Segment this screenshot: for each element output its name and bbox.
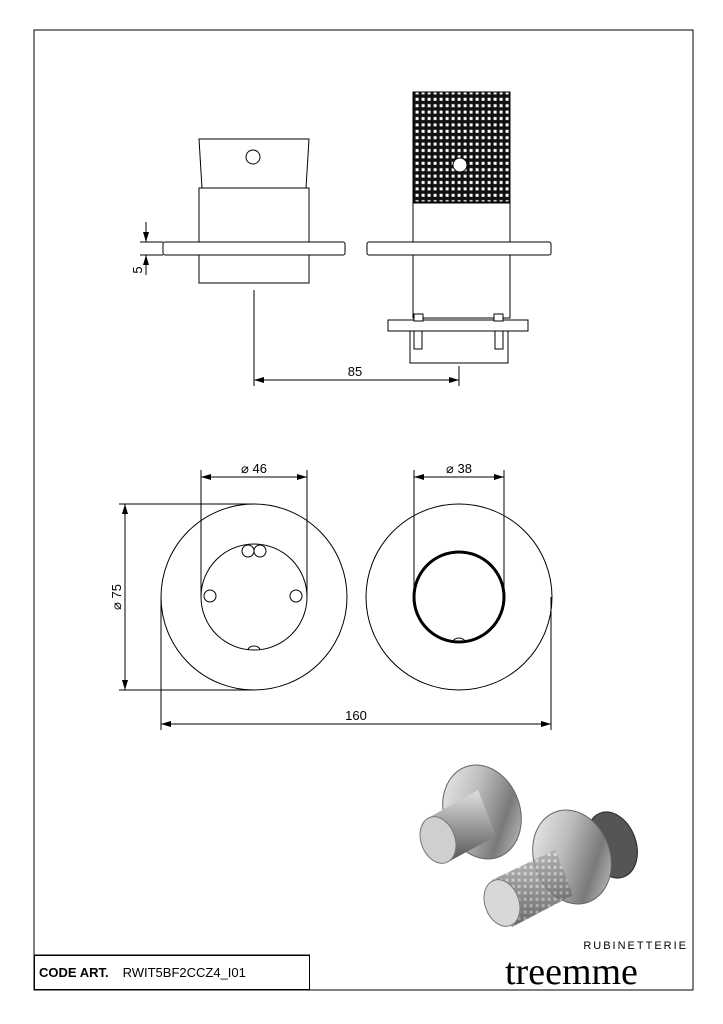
right-side-view bbox=[366, 91, 552, 364]
title-block-code: CODE ART. RWIT5BF2CCZ4_I01 bbox=[34, 955, 310, 990]
dim-label-85: 85 bbox=[348, 364, 362, 379]
product-render bbox=[419, 764, 638, 927]
brand-subtitle: RUBINETTERIE bbox=[583, 940, 688, 952]
code-label: CODE ART. bbox=[39, 965, 109, 980]
dimension-right-knob-diameter bbox=[413, 470, 505, 597]
dimension-flange-thickness bbox=[140, 222, 163, 275]
left-front-view bbox=[160, 503, 348, 691]
dim-label-38: ⌀ 38 bbox=[446, 461, 472, 476]
brand-name: treemme bbox=[505, 951, 638, 993]
dimension-plate-diameter bbox=[119, 503, 254, 691]
dim-label-160: 160 bbox=[345, 708, 367, 723]
right-front-view bbox=[365, 503, 553, 691]
drawing-border bbox=[33, 29, 694, 991]
brand-logo: RUBINETTERIE treemme bbox=[505, 940, 690, 993]
dim-label-5: 5 bbox=[130, 266, 145, 273]
code-value: RWIT5BF2CCZ4_I01 bbox=[122, 965, 246, 980]
dimension-total-width bbox=[160, 597, 552, 730]
dim-label-75: ⌀ 75 bbox=[109, 584, 124, 610]
dimension-depth bbox=[253, 290, 460, 386]
left-side-view bbox=[162, 138, 346, 284]
dimension-left-knob-diameter bbox=[200, 470, 308, 597]
dim-label-46: ⌀ 46 bbox=[241, 461, 267, 476]
